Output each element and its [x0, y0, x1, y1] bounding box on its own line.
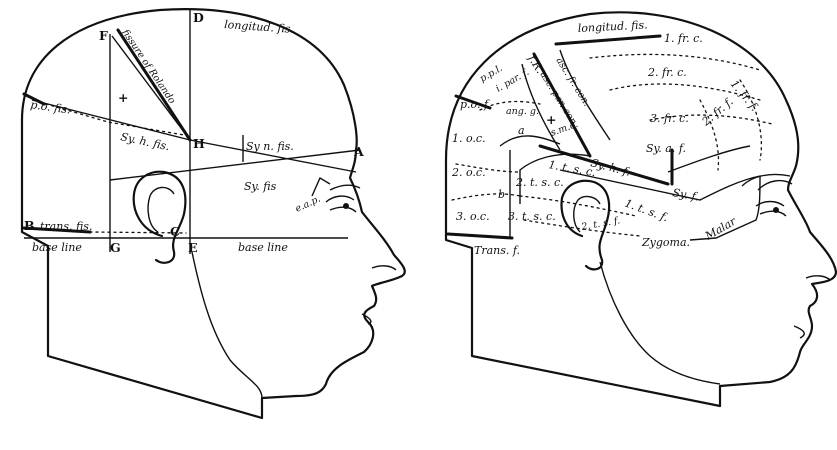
right-label-po-f: p.o. f.: [460, 98, 491, 111]
right-label-oc2: 2. o.c.: [451, 166, 486, 179]
left-point-F: F: [99, 28, 108, 43]
right-label-oc3: 3. o.c.: [456, 210, 490, 223]
right-cross-mark: +: [546, 112, 556, 127]
left-pupil: [343, 203, 349, 209]
left-cross-mark: +: [118, 90, 128, 105]
left-point-B: B: [24, 218, 35, 233]
right-label-zygoma: Zygoma.: [641, 236, 690, 249]
right-label-oc1: 1. o.c.: [452, 132, 486, 145]
left-label-longitud: longitud. fis.: [224, 18, 295, 36]
right-neck-line: [600, 262, 720, 384]
right-label-t1sf: 1. t. s. f.: [623, 197, 670, 225]
left-point-H: H: [193, 136, 205, 151]
left-point-E: E: [188, 240, 198, 255]
left-head-outline: [22, 9, 405, 418]
right-label-syaf: Sy. a. f.: [646, 142, 686, 155]
left-neck-line: [192, 252, 262, 398]
left-nose: [372, 266, 396, 270]
right-label-ang-g: ang. g.: [506, 106, 539, 117]
left-ear: [134, 172, 186, 263]
right-label-syf: Sy. f.: [671, 186, 699, 203]
left-eap-mark: [312, 178, 330, 196]
left-point-G: G: [110, 240, 121, 255]
right-label-fr2f: 2. fr. f.: [699, 95, 736, 129]
right-label-t2sf: 2. t. s. f.: [580, 215, 621, 233]
left-label-eap: e.a.p.: [294, 194, 323, 215]
right-label-fr2: 2. fr. c.: [647, 66, 687, 79]
right-label-fr3: 3. fr. c.: [650, 112, 689, 125]
left-label-base-right: base line: [238, 241, 288, 254]
right-head: longitud. fis. f.R. asc. fr. con. asc. p…: [446, 12, 836, 406]
right-label-longitud: longitud. fis.: [577, 18, 647, 35]
left-label-sy-fis: Sy. fis: [244, 180, 277, 193]
right-label-t3sc: 3. t. s. c.: [508, 210, 556, 223]
right-label-fr1: 1. fr. c.: [664, 32, 703, 45]
right-label-b: b: [498, 188, 505, 201]
left-point-A: A: [353, 144, 364, 159]
left-point-C: C: [170, 224, 180, 239]
left-head: longitud. fis. fissure of Rolando p.o. f…: [22, 9, 405, 418]
right-label-t2sc: 2. t. s. c.: [515, 176, 564, 189]
right-label-malar: Malar: [702, 214, 739, 243]
right-trans-fissure: [448, 234, 512, 238]
left-label-base-left: base line: [32, 241, 82, 254]
right-longitud-fissure: [556, 36, 660, 44]
right-nose: [806, 276, 830, 280]
right-label-trans-f: Trans. f.: [474, 244, 520, 257]
right-mouth: [794, 326, 804, 338]
right-label-fr1f: 1. fr. f.: [728, 78, 761, 114]
left-label-trans-fis: trans. fis.: [40, 220, 92, 233]
left-point-D: D: [193, 10, 204, 25]
right-label-a: a: [518, 124, 525, 137]
left-label-po-fis: p.o. fis.: [30, 98, 72, 117]
right-pupil: [773, 207, 779, 213]
left-label-syn-fis: Sy n. fis.: [246, 140, 294, 153]
